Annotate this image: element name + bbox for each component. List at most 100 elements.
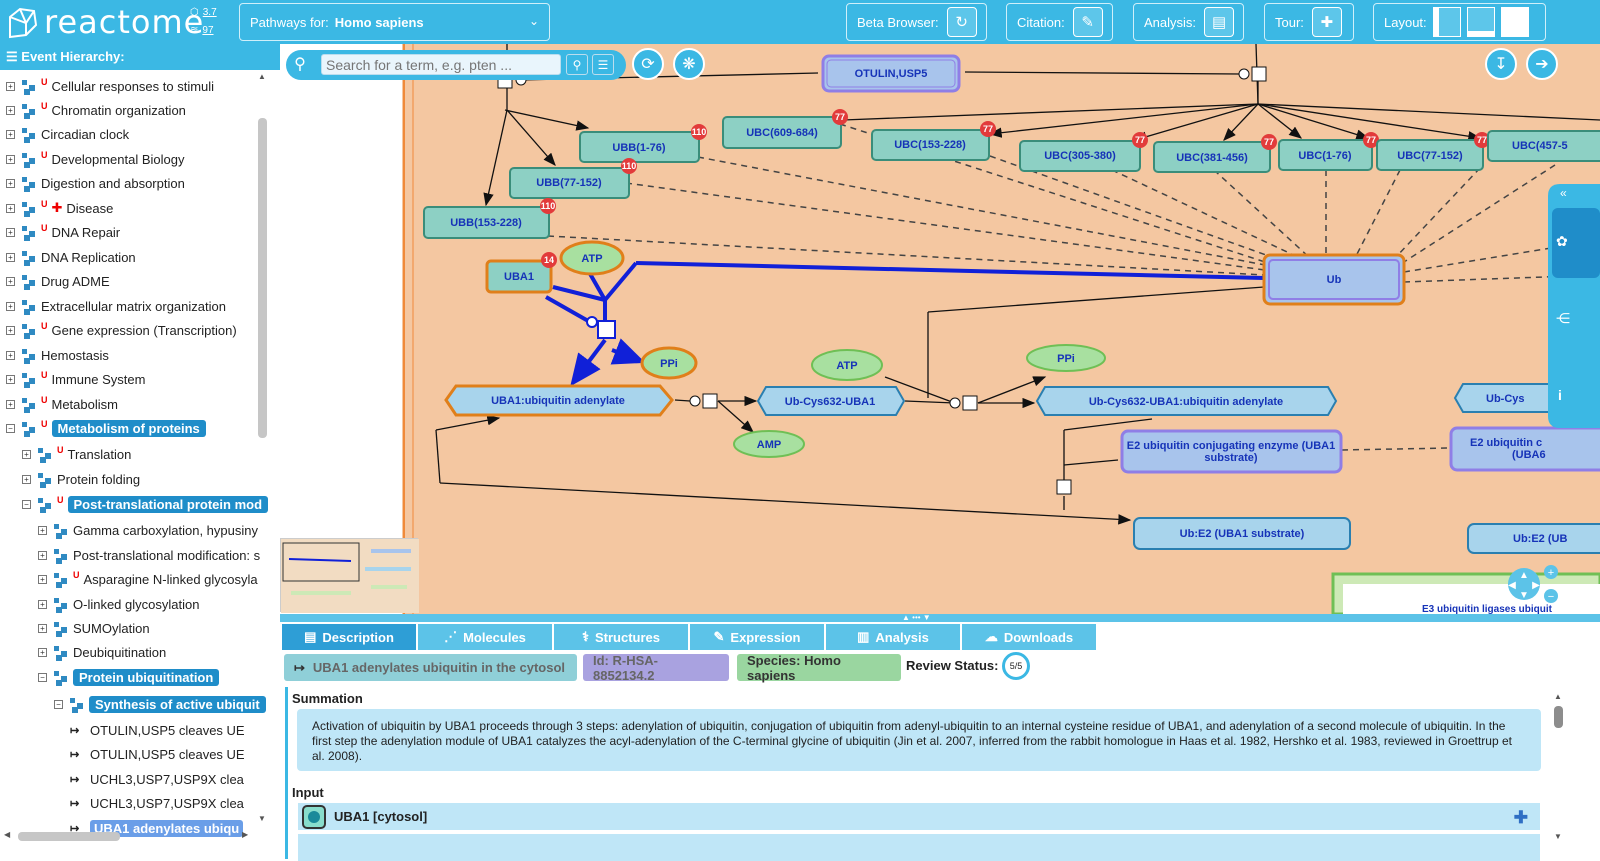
expand-icon[interactable]: + [6,374,15,384]
node-e3-label[interactable]: E3 ubiquitin ligases ubiquit [1422,604,1553,614]
share-icon[interactable]: ⋲ [1556,310,1570,326]
expand-icon[interactable]: + [6,252,15,262]
node-e2-right[interactable]: E2 ubiquitin c (UBA6 [1449,426,1600,472]
expand-icon[interactable]: + [6,129,15,139]
tree-item[interactable]: +Hemostasis [6,343,109,367]
illustration-icon[interactable]: ❋ [673,48,705,80]
tree-item[interactable]: +Drug ADME [6,269,110,293]
zoom-in-icon[interactable]: + [1544,565,1558,579]
search-options-icon[interactable]: ☰ [592,54,614,75]
version-b[interactable]: ≋97 [190,25,214,36]
node-ppi-1[interactable]: PPi [640,346,698,380]
tree-item[interactable]: +O-linked glycosylation [38,592,199,616]
citation-button[interactable]: Citation: ✎ [1006,3,1113,41]
tab-downloads[interactable]: ☁Downloads [962,624,1096,650]
reactome-logo[interactable]: reactome [4,2,204,42]
beta-browser-button[interactable]: Beta Browser: ↻ [846,3,987,41]
node-amp[interactable]: AMP [733,430,805,458]
tree-item[interactable]: +U✚Disease [6,196,113,220]
node-ub-cys632-uba1[interactable]: Ub-Cys632-UBA1 [756,386,906,416]
fit-diagram-icon[interactable]: ⟳ [632,48,664,80]
expand-icon[interactable]: + [6,399,15,409]
event-name-pill[interactable]: ↦ UBA1 adenylates ubiquitin in the cytos… [284,654,577,681]
info-icon[interactable]: i [1558,387,1562,403]
expand-icon[interactable]: + [6,105,15,115]
tree-item[interactable]: +Deubiquitination [38,640,166,664]
pan-controls[interactable]: ▲ ▼ ◀ ▶ [1508,568,1540,601]
pathway-diagram[interactable]: OTULIN,USP5 UBB(1-76) 110 UBB(77-152) 11… [280,44,1600,614]
node-ubb-77-152[interactable]: UBB(77-152) 110 [509,158,637,199]
node-ub-e2-right[interactable]: Ub:E2 (UB [1467,523,1600,554]
tab-description[interactable]: ▤Description [282,624,416,650]
node-ubc-77-152[interactable]: UBC(77-152) 77 [1376,132,1490,171]
tree-reaction-item[interactable]: ↦UCHL3,USP7,USP9X clea [70,791,244,815]
analysis-button[interactable]: Analysis: ▤ [1133,3,1244,41]
tree-item[interactable]: +Post-translational modification: s [38,543,260,567]
diagram-search-input[interactable] [321,54,561,75]
expand-icon[interactable]: + [22,474,31,484]
expand-icon[interactable]: + [6,350,15,360]
reaction-node-selected[interactable] [597,320,616,339]
tree-item[interactable]: +SUMOylation [38,616,150,640]
diagram-thumbnail[interactable] [280,538,419,613]
tree-item[interactable]: +Extracellular matrix organization [6,294,226,318]
layout-full-icon[interactable] [1500,7,1529,37]
input-item-uba1[interactable]: UBA1 [cytosol] ✚ [298,803,1540,830]
tree-item[interactable]: +Digestion and absorption [6,171,185,195]
node-atp-1[interactable]: ATP [559,240,625,276]
node-ubc-609-684[interactable]: UBC(609-684) 77 [722,109,848,149]
tree-item[interactable]: +Circadian clock [6,122,129,146]
expand-icon[interactable]: + [6,154,15,164]
details-scrollbar[interactable] [1554,706,1563,728]
tree-scroll-right-icon[interactable]: ▶ [242,830,249,839]
side-panel-toggle[interactable]: « ✿ ⋲ i [1548,184,1600,428]
palette-icon[interactable]: ✿ [1556,233,1568,249]
node-atp-2[interactable]: ATP [811,349,883,381]
tab-structures[interactable]: ⚕Structures [554,624,688,650]
panel-splitter[interactable]: ▲ ••• ▼ [280,613,1600,622]
collapse-icon[interactable]: − [22,499,31,509]
collapse-icon[interactable]: « [1560,186,1567,200]
version-a[interactable]: ⬡3.7 [190,7,217,18]
diagram-canvas[interactable]: OTULIN,USP5 UBB(1-76) 110 UBB(77-152) 11… [280,44,1600,614]
expand-icon[interactable]: + [38,647,47,657]
tree-item[interactable]: −Synthesis of active ubiquit [54,692,266,716]
search-submit-icon[interactable]: ⚲ [566,54,588,75]
layout-left-icon[interactable] [1432,7,1461,37]
node-ub[interactable]: Ub [1262,253,1406,306]
scroll-down-icon[interactable]: ▼ [1554,832,1562,841]
collapse-icon[interactable]: − [38,672,47,682]
node-ub-cys632-uba1-adenylate[interactable]: Ub-Cys632-UBA1:ubiquitin adenylate [1035,386,1338,416]
zoom-out-icon[interactable]: − [1544,589,1558,603]
tab-expression[interactable]: ✎Expression [690,624,824,650]
expand-icon[interactable]: + [6,227,15,237]
tree-scrollbar[interactable] [258,118,267,438]
tour-button[interactable]: Tour: ✚ [1264,3,1354,41]
expand-icon[interactable]: + [6,203,15,213]
tree-horizontal-scrollbar[interactable] [18,832,120,841]
tree-item[interactable]: −Protein ubiquitination [38,665,220,689]
node-ubb-153-228[interactable]: UBB(153-228) 110 [423,198,556,239]
compass-icon[interactable]: ➔ [1526,48,1558,80]
node-ubc-305-380[interactable]: UBC(305-380) 77 [1019,132,1148,172]
node-uba1-ubiquitin-adenylate[interactable]: UBA1:ubiquitin adenylate [444,384,674,417]
expand-icon[interactable]: + [38,574,47,584]
node-ub-e2[interactable]: Ub:E2 (UBA1 substrate) [1133,517,1351,550]
collapse-icon[interactable]: − [54,699,63,709]
event-id-pill[interactable]: Id: R-HSA-8852134.2 [583,653,729,683]
tree-scroll-down-icon[interactable]: ▼ [258,814,266,823]
download-icon[interactable]: ↧ [1485,48,1517,80]
expand-icon[interactable]: + [38,550,47,560]
scroll-up-icon[interactable]: ▲ [1554,692,1562,701]
splitter-handle-icon[interactable]: ▲ ••• ▼ [902,613,931,622]
expand-icon[interactable]: + [6,325,15,335]
